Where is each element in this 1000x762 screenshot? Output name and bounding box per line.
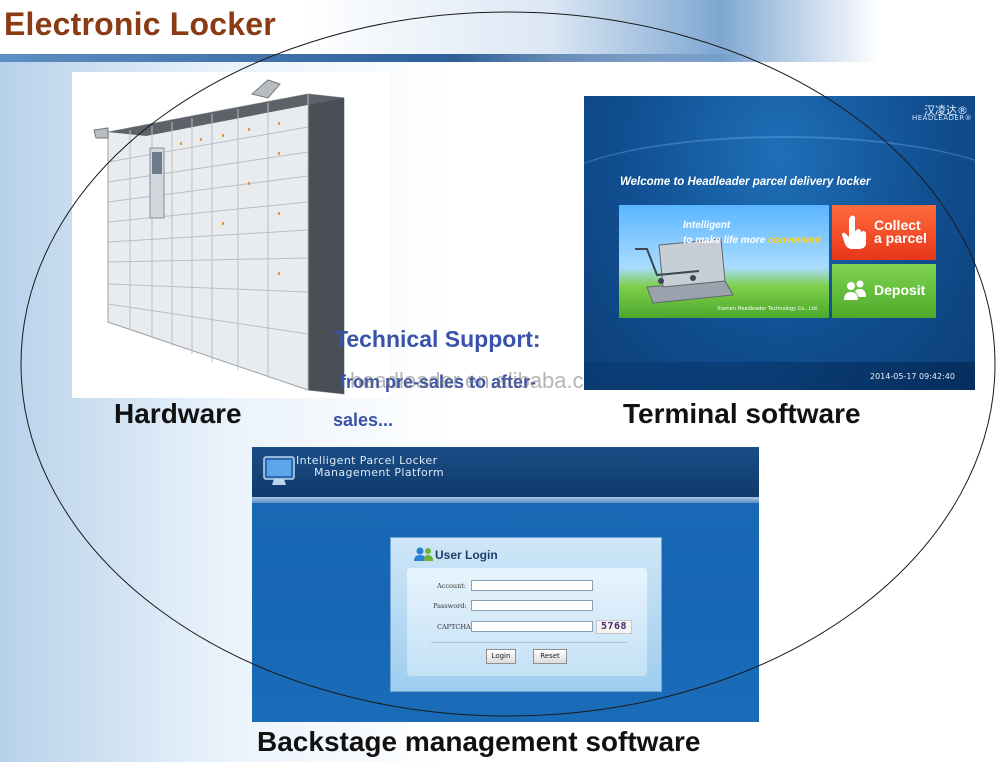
- password-input[interactable]: [471, 600, 593, 611]
- deposit-label: Deposit: [874, 282, 926, 298]
- login-button[interactable]: Login: [486, 649, 516, 664]
- terminal-clock: 2014-05-17 09:42:40: [870, 372, 955, 381]
- title-bar-underline: [0, 54, 760, 62]
- deposit-button[interactable]: Deposit: [832, 264, 936, 318]
- login-title: User Login: [435, 548, 498, 562]
- terminal-screenshot: 汉凌达® HEADLEADER® Welcome to Headleader p…: [584, 96, 975, 390]
- login-panel: User Login Account: Password: CAPTCHA: 5…: [390, 537, 662, 692]
- collect-parcel-label-line2: a parcel: [874, 230, 927, 246]
- shopping-cart-laptop-icon: [635, 238, 734, 304]
- password-label: Password:: [433, 602, 467, 610]
- banner-text-line2: to make life more convenient: [683, 235, 821, 246]
- banner-text-line1: Intelligent: [683, 220, 731, 231]
- tech-support-line3: sales...: [333, 410, 394, 430]
- hand-pointer-icon: [842, 215, 866, 249]
- backstage-screenshot: Intelligent Parcel Locker Management Pla…: [252, 447, 759, 722]
- banner-credit: Xiamen Headleader Technology Co., Ltd.: [717, 306, 819, 312]
- login-divider: [431, 642, 627, 643]
- platform-title-line2: Management Platform: [314, 466, 444, 479]
- account-input[interactable]: [471, 580, 593, 591]
- collect-parcel-label: Collect a parcel: [874, 218, 927, 246]
- reset-button[interactable]: Reset: [533, 649, 567, 664]
- tech-support-title: Technical Support:: [334, 326, 541, 352]
- banner-text-line2-prefix: to make life more: [683, 235, 769, 246]
- backstage-software-label: Backstage management software: [257, 726, 701, 757]
- page-title: Electronic Locker: [4, 6, 276, 42]
- watermark-text: headleader.en.alibaba.com: [350, 368, 615, 393]
- monitor-icon: [263, 456, 295, 485]
- captcha-image[interactable]: 5768: [596, 620, 632, 634]
- captcha-label: CAPTCHA:: [437, 623, 473, 631]
- collect-parcel-button[interactable]: Collect a parcel: [832, 205, 936, 260]
- captcha-input[interactable]: [471, 621, 593, 632]
- backstage-header-strip: [252, 497, 759, 503]
- account-label: Account:: [437, 582, 467, 590]
- hardware-label: Hardware: [114, 398, 242, 429]
- terminal-banner: Intelligent to make life more convenient…: [619, 205, 829, 318]
- users-icon: [844, 280, 866, 300]
- terminal-software-label: Terminal software: [623, 398, 861, 429]
- terminal-brand: HEADLEADER®: [912, 114, 973, 122]
- banner-text-highlight: convenient: [768, 235, 821, 246]
- terminal-welcome-text: Welcome to Headleader parcel delivery lo…: [620, 176, 871, 188]
- users-icon: [414, 547, 433, 561]
